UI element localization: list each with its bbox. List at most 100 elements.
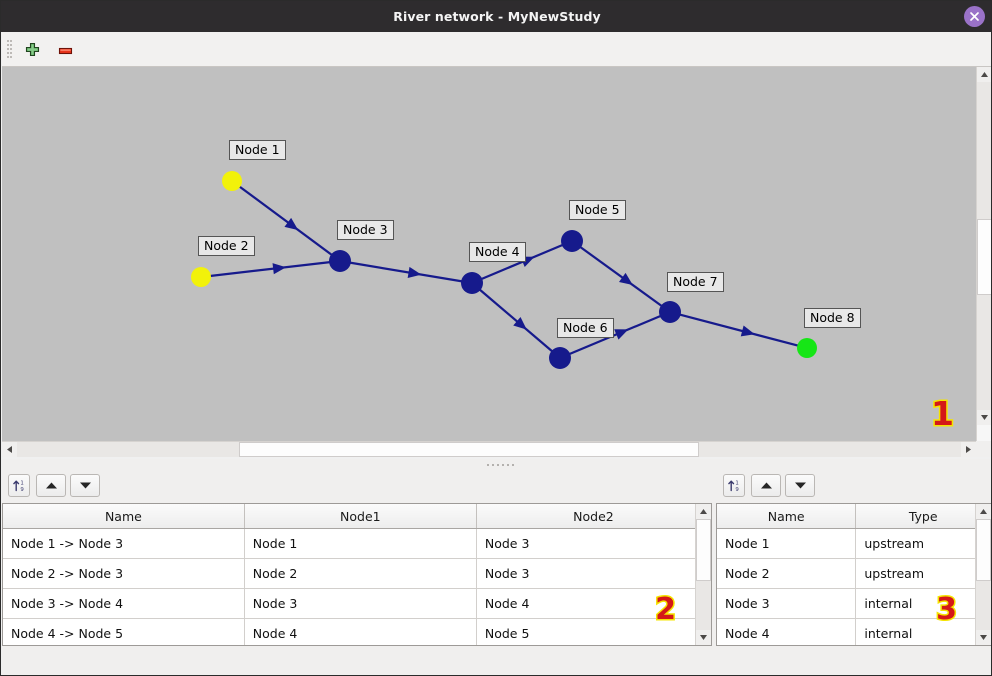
nodes-cell-type[interactable]: internal xyxy=(855,618,991,645)
edge-n6-n7[interactable] xyxy=(568,314,662,356)
graph-node-node-6[interactable] xyxy=(549,347,571,369)
reaches-sort-button[interactable]: 1 9 xyxy=(8,474,30,497)
svg-text:1: 1 xyxy=(20,481,23,487)
reaches-move-down-button[interactable] xyxy=(70,474,100,497)
reaches-move-up-button[interactable] xyxy=(36,474,66,497)
edge-n2-n3[interactable] xyxy=(209,261,331,278)
graph-node-node-3[interactable] xyxy=(329,250,351,272)
add-node-button[interactable] xyxy=(19,38,45,62)
graph-scroll-down-arrow[interactable] xyxy=(977,410,991,425)
reaches-cell-name[interactable]: Node 3 -> Node 4 xyxy=(3,588,245,619)
nodes-cell-name[interactable]: Node 4 xyxy=(717,618,857,645)
reaches-cell-node2[interactable]: Node 4 xyxy=(476,588,711,619)
reaches-cell-node1[interactable]: Node 2 xyxy=(244,558,477,589)
close-icon[interactable] xyxy=(964,6,985,27)
graph-scroll-left-arrow[interactable] xyxy=(2,442,17,457)
move-down-icon xyxy=(79,482,91,489)
graph-hscroll-thumb[interactable] xyxy=(239,442,699,457)
svg-text:1: 1 xyxy=(735,481,738,487)
graph-node-label-node-6[interactable]: Node 6 xyxy=(557,318,614,338)
nodes-scroll-up-arrow[interactable] xyxy=(976,504,991,519)
reaches-cell-node2[interactable]: Node 3 xyxy=(476,558,711,589)
nodes-move-up-button[interactable] xyxy=(751,474,781,497)
edge-n7-n8[interactable] xyxy=(679,313,799,347)
nodes-cell-type[interactable]: internal xyxy=(855,588,991,619)
reaches-vscroll-thumb[interactable] xyxy=(696,519,711,581)
graph-scroll-up-arrow[interactable] xyxy=(977,67,991,82)
reaches-cell-node1[interactable]: Node 3 xyxy=(244,588,477,619)
graph-node-label-node-7[interactable]: Node 7 xyxy=(667,272,724,292)
graph-node-label-node-1[interactable]: Node 1 xyxy=(229,140,286,160)
reaches-cell-name[interactable]: Node 4 -> Node 5 xyxy=(3,618,245,645)
graph-node-node-2[interactable] xyxy=(191,267,211,287)
edge-n1-n3[interactable] xyxy=(238,185,333,256)
reaches-column-header-node1[interactable]: Node1 xyxy=(244,504,477,529)
graph-node-node-7[interactable] xyxy=(659,301,681,323)
edge-arrow-n7-n8 xyxy=(740,325,755,337)
toolbar-grip[interactable] xyxy=(7,40,12,60)
graph-node-label-node-3[interactable]: Node 3 xyxy=(337,220,394,240)
nodes-vscroll-thumb[interactable] xyxy=(976,519,991,581)
reaches-scroll-down-arrow[interactable] xyxy=(696,630,711,645)
nodes-cell-type[interactable]: upstream xyxy=(855,528,991,559)
graph-node-node-4[interactable] xyxy=(461,272,483,294)
graph-node-label-node-5[interactable]: Node 5 xyxy=(569,200,626,220)
reaches-cell-node1[interactable]: Node 1 xyxy=(244,528,477,559)
nodes-move-down-button[interactable] xyxy=(785,474,815,497)
window-title: River network - MyNewStudy xyxy=(393,9,601,24)
graph-node-node-5[interactable] xyxy=(561,230,583,252)
move-up-icon xyxy=(45,482,57,489)
nodes-cell-name[interactable]: Node 3 xyxy=(717,588,857,619)
edge-n4-n6[interactable] xyxy=(478,288,554,353)
nodes-cell-type[interactable]: upstream xyxy=(855,558,991,589)
reaches-cell-node2[interactable]: Node 3 xyxy=(476,528,711,559)
nodes-cell-name[interactable]: Node 1 xyxy=(717,528,857,559)
delete-node-icon xyxy=(58,47,72,54)
graph-node-label-node-2[interactable]: Node 2 xyxy=(198,236,255,256)
reaches-cell-node2[interactable]: Node 5 xyxy=(476,618,711,645)
graph-vscroll-thumb[interactable] xyxy=(977,219,991,295)
graph-node-node-1[interactable] xyxy=(222,171,242,191)
nodes-scroll-down-arrow[interactable] xyxy=(976,630,991,645)
reaches-vertical-scrollbar[interactable] xyxy=(695,504,711,645)
nodes-cell-name[interactable]: Node 2 xyxy=(717,558,857,589)
graph-scroll-right-arrow[interactable] xyxy=(961,442,976,457)
graph-node-node-8[interactable] xyxy=(797,338,817,358)
graph-vertical-scrollbar[interactable] xyxy=(976,67,991,441)
delete-node-button[interactable] xyxy=(52,38,78,62)
reaches-scroll-up-arrow[interactable] xyxy=(696,504,711,519)
reaches-column-header-name[interactable]: Name xyxy=(3,504,245,529)
graph-node-label-node-4[interactable]: Node 4 xyxy=(469,242,526,262)
nodes-vertical-scrollbar[interactable] xyxy=(975,504,991,645)
reaches-cell-name[interactable]: Node 2 -> Node 3 xyxy=(3,558,245,589)
edge-n5-n7[interactable] xyxy=(579,245,663,308)
nodes-column-header-type[interactable]: Type xyxy=(855,504,991,529)
nodes-column-header-name[interactable]: Name xyxy=(717,504,857,529)
graph-node-label-node-8[interactable]: Node 8 xyxy=(804,308,861,328)
graph-horizontal-scrollbar[interactable] xyxy=(2,441,976,457)
network-graph-canvas[interactable]: Node 1 Node 2 Node 3 Node 4 Node 5 Node 6 Node… xyxy=(2,67,976,441)
reaches-column-header-node2[interactable]: Node2 xyxy=(476,504,711,529)
nodes-sort-button[interactable]: 1 9 xyxy=(723,474,745,497)
reaches-cell-name[interactable]: Node 1 -> Node 3 xyxy=(3,528,245,559)
panel-splitter[interactable] xyxy=(2,459,991,471)
reaches-cell-node1[interactable]: Node 4 xyxy=(244,618,477,645)
edge-n4-n5[interactable] xyxy=(480,243,564,281)
edge-n3-n4[interactable] xyxy=(349,261,463,283)
